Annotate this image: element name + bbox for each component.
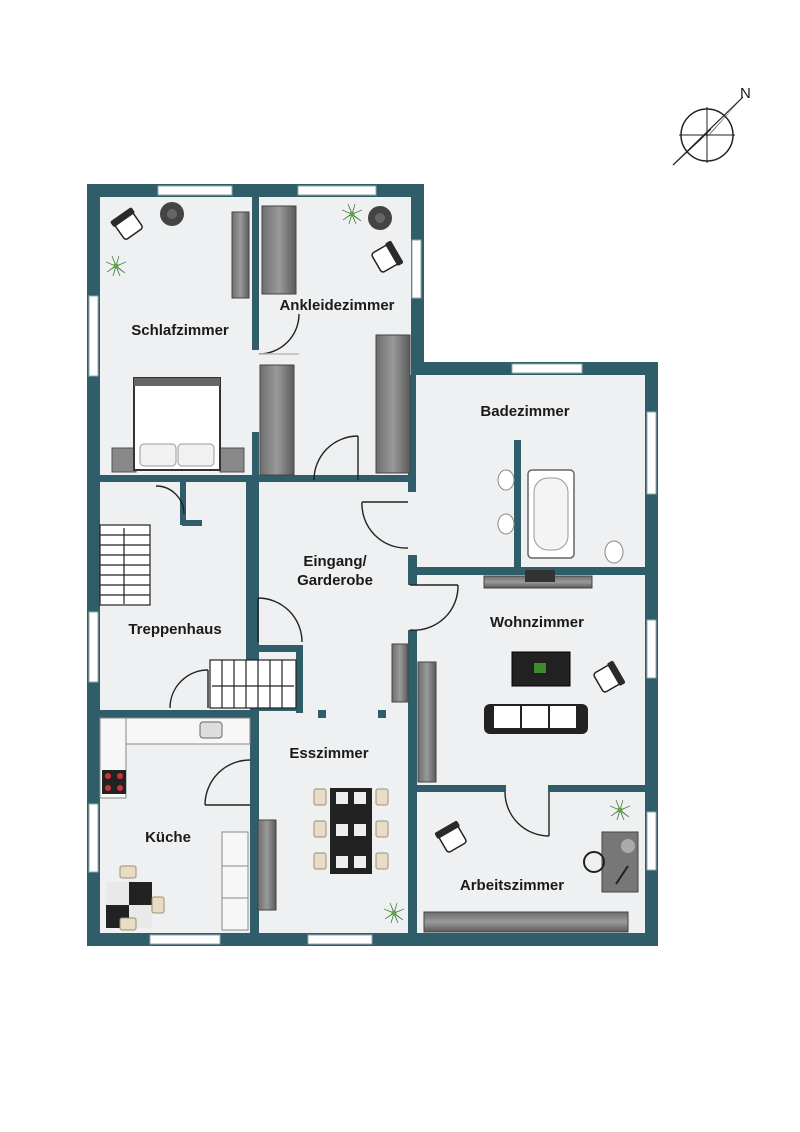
kitchen-furniture — [99, 717, 251, 931]
label-treppenhaus: Treppenhaus — [128, 621, 221, 638]
label-esszimmer: Esszimmer — [289, 745, 368, 762]
label-arbeitszimmer: Arbeitszimmer — [460, 877, 564, 894]
credit-text: McGrundriss — [647, 904, 654, 944]
label-eingang-line1: Eingang/ — [303, 553, 367, 570]
cabinets — [231, 205, 629, 933]
stairs — [99, 524, 297, 709]
doors — [155, 313, 550, 837]
label-kueche: Küche — [145, 829, 191, 846]
office-furniture — [433, 799, 639, 893]
bathroom-fixtures — [497, 469, 624, 564]
room-labels: Schlafzimmer Ankleidezimmer Badezimmer E… — [128, 297, 584, 894]
brand-logo: VON POLL — [88, 876, 100, 930]
compass-icon — [672, 96, 744, 166]
label-wohnzimmer: Wohnzimmer — [490, 614, 584, 631]
label-badezimmer: Badezimmer — [480, 403, 569, 420]
dining-furniture — [313, 788, 405, 924]
label-eingang-line2: Garderobe — [297, 572, 373, 589]
compass-north-label: N — [740, 85, 751, 102]
windows — [88, 185, 657, 945]
living-room-furniture — [484, 651, 627, 734]
label-schlafzimmer: Schlafzimmer — [131, 322, 229, 339]
dressing-room-furniture — [341, 203, 405, 276]
bedroom-furniture — [105, 202, 245, 473]
label-ankleidezimmer: Ankleidezimmer — [279, 297, 394, 314]
